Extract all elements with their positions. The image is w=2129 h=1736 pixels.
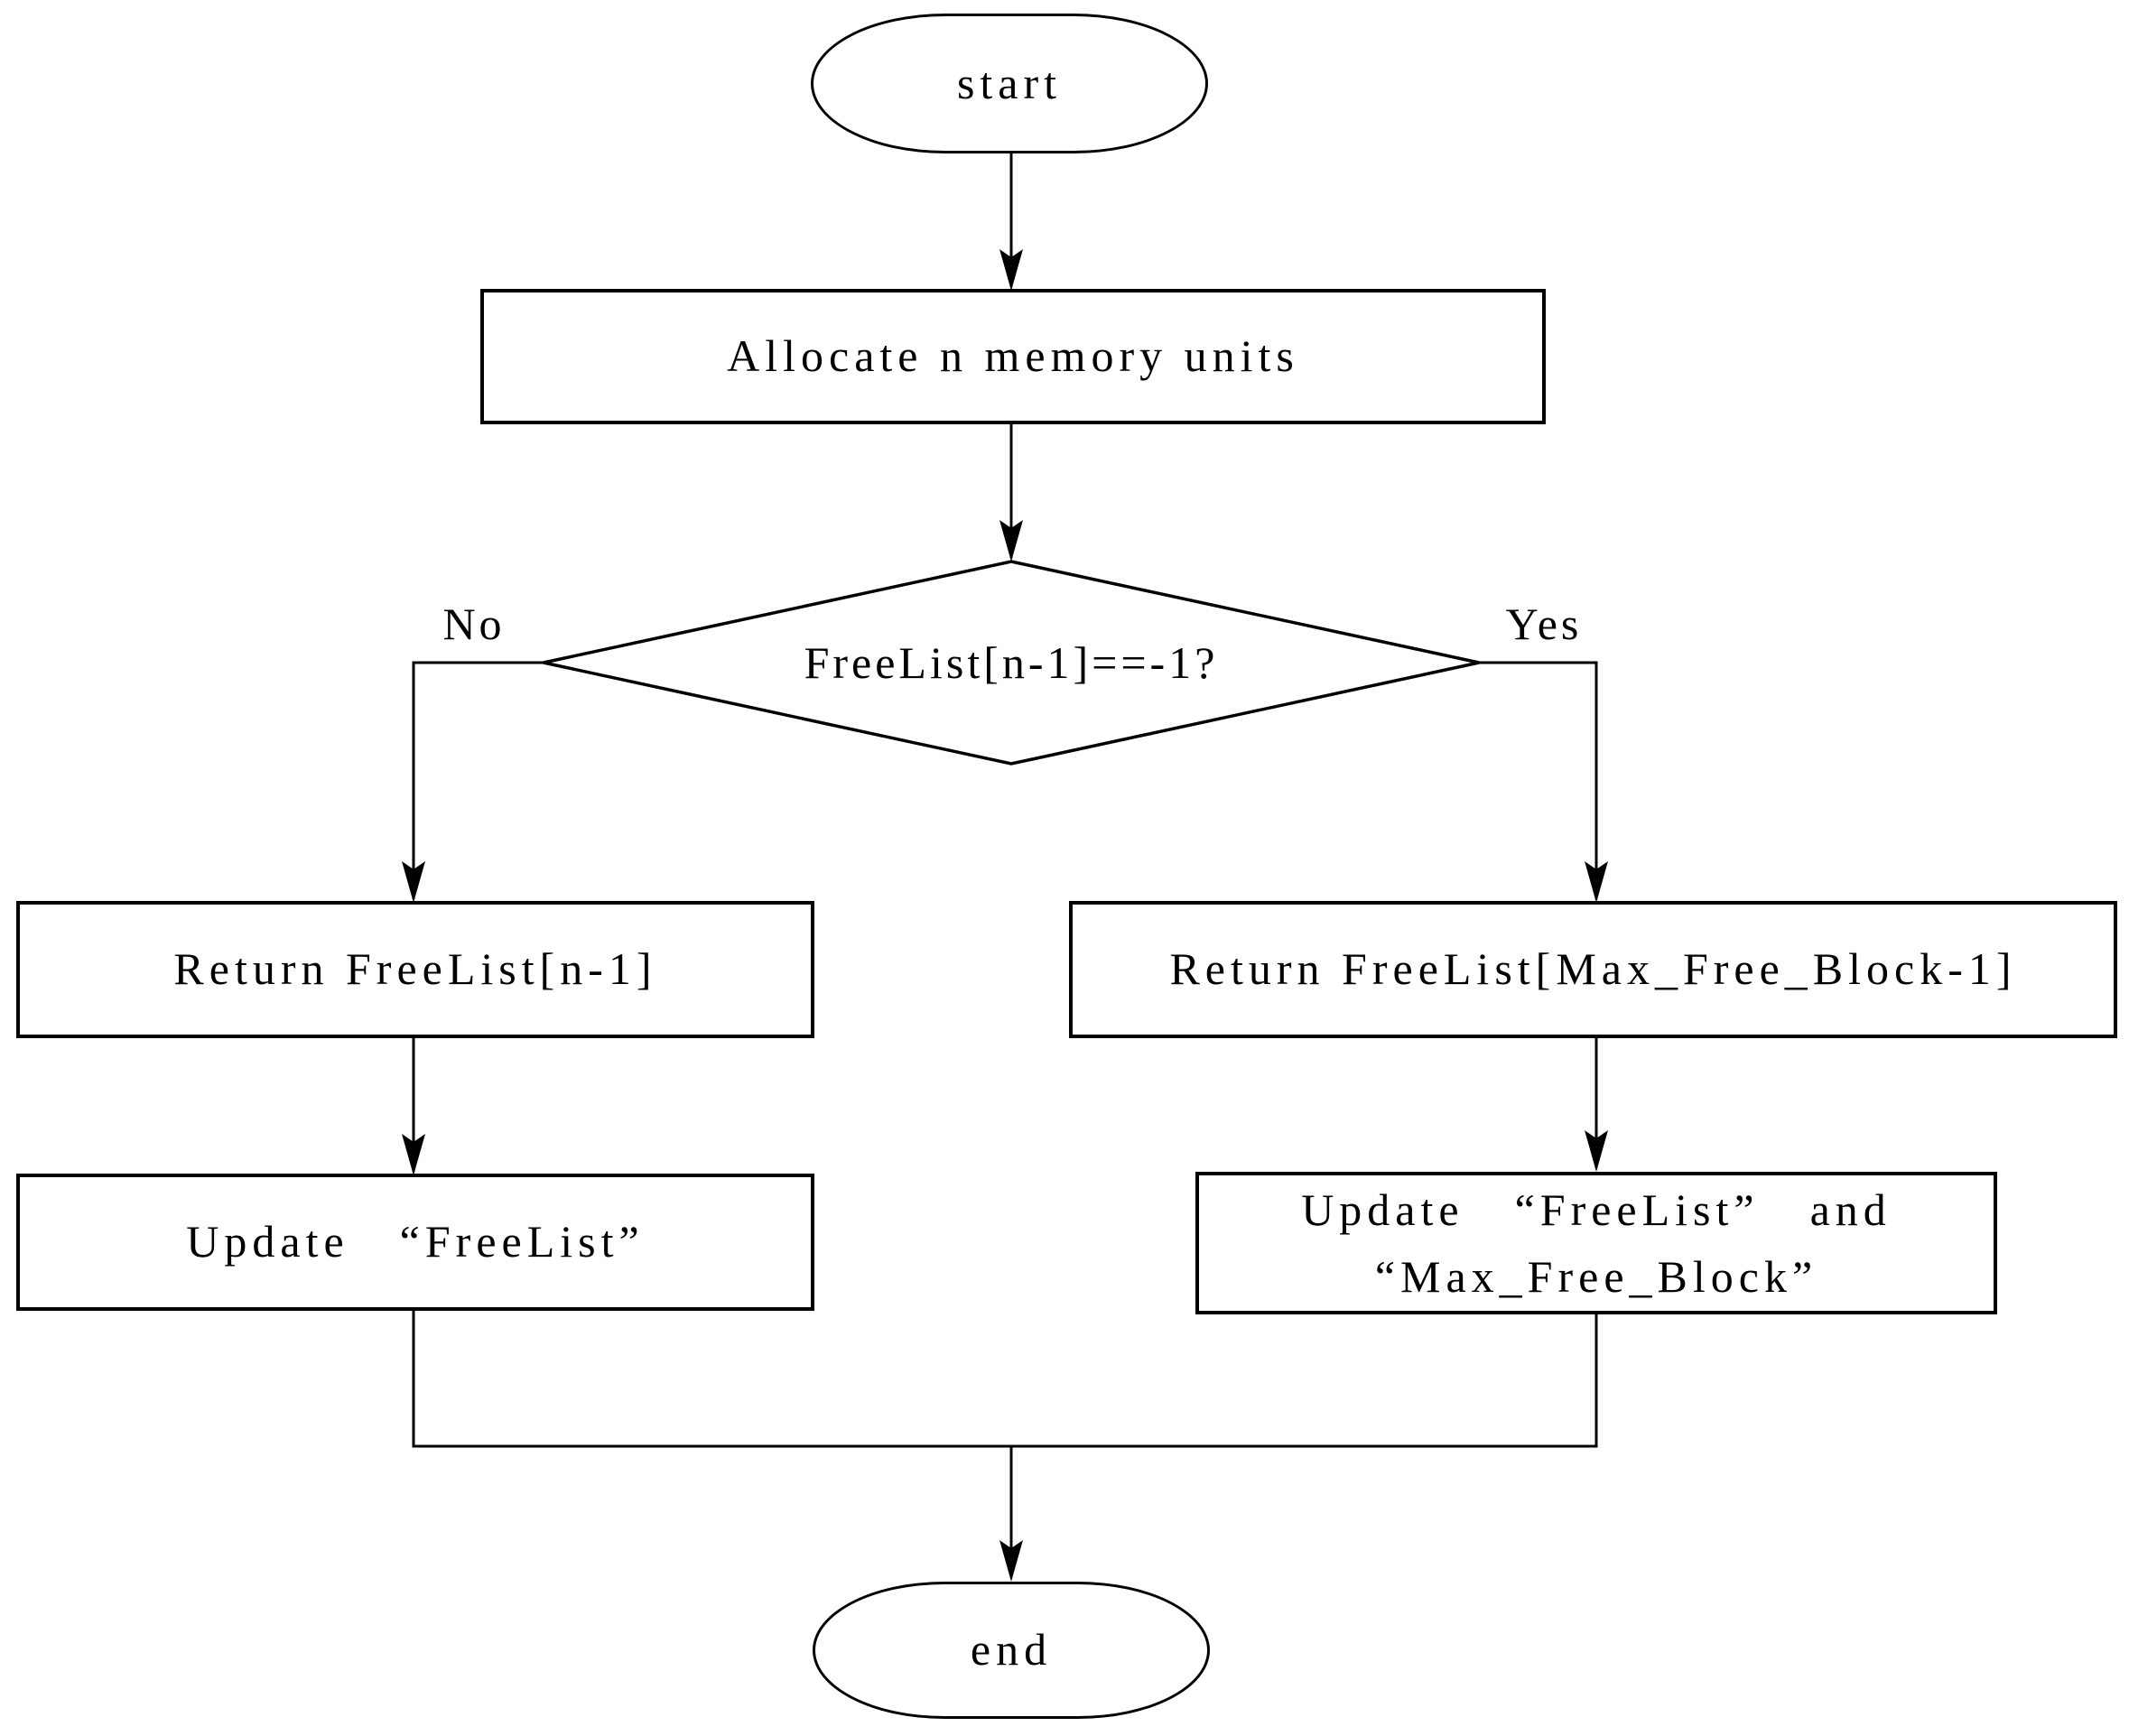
arrowhead-allocate-decision — [999, 520, 1023, 562]
arrowhead-decision-no — [402, 861, 425, 903]
edge-decision-no — [412, 661, 544, 899]
update-freelist-node: Update “FreeList” — [16, 1174, 814, 1311]
decision-diamond-shape — [543, 560, 1480, 766]
update-freelist-label: Update “FreeList” — [186, 1216, 645, 1267]
branch-no-label: No — [442, 599, 506, 649]
allocate-label: Allocate n memory units — [727, 330, 1299, 382]
allocate-process-node: Allocate n memory units — [480, 289, 1546, 424]
arrowhead-start-allocate — [999, 249, 1023, 291]
update-both-line2: “Max_Free_Block” — [1374, 1251, 1818, 1302]
start-label: start — [956, 57, 1063, 108]
return-freelist-max-node: Return FreeList[Max_Free_Block-1] — [1069, 901, 2117, 1038]
arrowhead-returnn-update — [402, 1134, 425, 1175]
update-both-line1: Update “FreeList” and — [1301, 1184, 1892, 1235]
arrowhead-decision-yes — [1585, 861, 1608, 903]
return-freelist-max-label: Return FreeList[Max_Free_Block-1] — [1169, 943, 2017, 995]
arrowhead-merge-end — [999, 1540, 1023, 1582]
return-freelist-n-label: Return FreeList[n-1] — [173, 943, 657, 995]
edge-merge-bar — [412, 1311, 1598, 1448]
arrowhead-returnmax-update — [1585, 1130, 1608, 1172]
decision-condition-label: FreeList[n-1]==-1? — [804, 637, 1219, 688]
edge-decision-yes — [1479, 661, 1598, 899]
start-node: start — [811, 14, 1208, 153]
update-freelist-maxfreeblock-node: Update “FreeList” and “Max_Free_Block” — [1195, 1172, 1997, 1314]
end-label: end — [970, 1624, 1053, 1676]
branch-yes-label: Yes — [1505, 599, 1583, 649]
return-freelist-n-node: Return FreeList[n-1] — [16, 901, 814, 1038]
end-node: end — [813, 1582, 1210, 1719]
